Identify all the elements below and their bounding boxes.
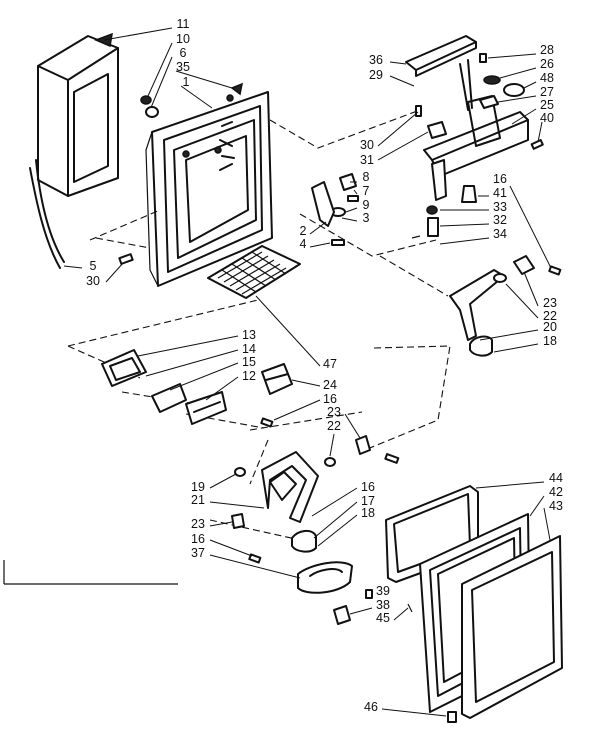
callout-20: 20 bbox=[543, 320, 557, 334]
callout-4: 4 bbox=[300, 237, 307, 251]
callout-41: 41 bbox=[493, 186, 507, 200]
callout-23: 23 bbox=[543, 296, 557, 310]
callout-27: 27 bbox=[540, 85, 554, 99]
callout-15: 15 bbox=[242, 355, 256, 369]
callout-44: 44 bbox=[549, 471, 563, 485]
callout-42: 42 bbox=[549, 485, 563, 499]
door-screw bbox=[447, 711, 457, 723]
callout-45: 45 bbox=[376, 611, 390, 625]
callout-33: 33 bbox=[493, 200, 507, 214]
callout-29: 29 bbox=[369, 68, 383, 82]
callout-16: 16 bbox=[323, 392, 337, 406]
callout-1: 1 bbox=[183, 75, 190, 89]
callout-7: 7 bbox=[363, 184, 370, 198]
callout-19: 19 bbox=[191, 480, 205, 494]
callout-24: 24 bbox=[323, 378, 337, 392]
callout-31: 31 bbox=[360, 153, 374, 167]
callout-13: 13 bbox=[242, 328, 256, 342]
ice-bin-housing bbox=[29, 32, 119, 269]
callout-14: 14 bbox=[242, 342, 256, 356]
callout-35: 35 bbox=[176, 60, 190, 74]
callout-47: 47 bbox=[323, 357, 337, 371]
callout-43: 43 bbox=[549, 499, 563, 513]
right-actuator-arm bbox=[449, 255, 539, 357]
callout-23: 23 bbox=[191, 517, 205, 531]
callout-17: 17 bbox=[361, 494, 375, 508]
callout-40: 40 bbox=[540, 111, 554, 125]
center-switch-parts bbox=[260, 363, 400, 467]
callout-23: 23 bbox=[327, 405, 341, 419]
callout-38: 38 bbox=[376, 598, 390, 612]
callout-30: 30 bbox=[360, 138, 374, 152]
callout-21: 21 bbox=[191, 493, 205, 507]
dispenser-frame bbox=[145, 82, 273, 287]
callout-6: 6 bbox=[180, 46, 187, 60]
callout-16: 16 bbox=[191, 532, 205, 546]
drip-grille bbox=[207, 245, 321, 367]
callout-9: 9 bbox=[363, 198, 370, 212]
callout-37: 37 bbox=[191, 546, 205, 560]
callout-16: 16 bbox=[361, 480, 375, 494]
callout-2: 2 bbox=[300, 224, 307, 238]
callout-11: 11 bbox=[177, 17, 190, 31]
actuator-pad-parts bbox=[101, 335, 239, 425]
callout-48: 48 bbox=[540, 71, 554, 85]
door-panel-frames bbox=[385, 481, 563, 719]
margin-mark bbox=[3, 560, 178, 585]
callout-10: 10 bbox=[176, 32, 190, 46]
callout-22: 22 bbox=[327, 419, 341, 433]
drip-tray bbox=[209, 554, 353, 594]
callout-25: 25 bbox=[540, 98, 554, 112]
callout-8: 8 bbox=[363, 170, 370, 184]
callout-labels: 1110635153036292826482725403031879324164… bbox=[86, 17, 563, 714]
callout-26: 26 bbox=[540, 57, 554, 71]
callout-28: 28 bbox=[540, 43, 554, 57]
callout-36: 36 bbox=[369, 53, 383, 67]
callout-5: 5 bbox=[90, 259, 97, 273]
upper-dispenser-lever-assembly bbox=[309, 35, 562, 276]
callout-18: 18 bbox=[543, 334, 557, 348]
callout-30: 30 bbox=[86, 274, 100, 288]
callout-34: 34 bbox=[493, 227, 507, 241]
callout-16: 16 bbox=[493, 172, 507, 186]
callout-12: 12 bbox=[242, 369, 256, 383]
callout-18: 18 bbox=[361, 506, 375, 520]
callout-39: 39 bbox=[376, 584, 390, 598]
callout-22: 22 bbox=[543, 309, 557, 323]
callout-32: 32 bbox=[493, 213, 507, 227]
lower-actuator-arm bbox=[209, 451, 358, 564]
callout-3: 3 bbox=[363, 211, 370, 225]
door-hinge-parts bbox=[333, 589, 413, 625]
callout-46: 46 bbox=[364, 700, 378, 714]
